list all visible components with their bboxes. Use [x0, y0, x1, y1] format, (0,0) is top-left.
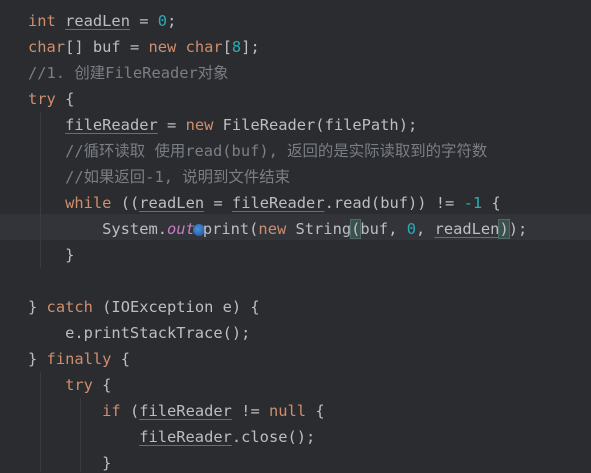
code-token: { — [92, 376, 112, 394]
code-token — [28, 376, 65, 394]
code-line[interactable]: while ((readLen = fileReader.read(buf)) … — [28, 190, 527, 216]
code-token: readLen — [434, 220, 500, 238]
code-line[interactable]: //如果返回-1, 说明到文件结束 — [28, 164, 527, 190]
code-line[interactable]: } catch (IOException e) { — [28, 294, 527, 320]
code-token — [28, 194, 65, 212]
code-token: out — [167, 220, 195, 238]
code-token: != — [231, 402, 269, 420]
code-token: { — [111, 350, 130, 368]
code-token: if — [102, 402, 130, 420]
code-line[interactable]: if (fileReader != null { — [28, 398, 527, 424]
code-token: } — [28, 350, 47, 368]
code-line[interactable]: try { — [28, 86, 527, 112]
code-token: , — [416, 220, 435, 238]
code-line[interactable]: int readLen = 0; — [28, 8, 527, 34]
code-token: -1 — [463, 194, 483, 212]
indent-guide — [80, 398, 81, 472]
code-token: while — [65, 194, 121, 212]
code-comment: //如果返回-1, 说明到文件结束 — [65, 168, 290, 186]
code-token: fileReader — [139, 428, 232, 446]
code-token: int — [28, 12, 56, 30]
code-token: null — [268, 402, 307, 420]
code-token: { — [55, 90, 75, 108]
code-token: fileReader — [65, 116, 158, 134]
code-token: 8 — [231, 38, 242, 56]
code-token: } — [28, 298, 47, 316]
code-token: ( — [350, 219, 362, 239]
code-line[interactable] — [28, 268, 527, 294]
code-token — [28, 168, 65, 186]
code-token: 0 — [406, 220, 417, 238]
code-token: new — [148, 38, 186, 56]
code-token: ; — [167, 12, 177, 30]
code-token: { — [306, 402, 325, 420]
code-line[interactable]: char[] buf = new char[8]; — [28, 34, 527, 60]
code-token: print( — [202, 220, 259, 238]
code-token: ); — [508, 220, 528, 238]
code-token: fileReader — [139, 402, 232, 420]
code-token: ]; — [241, 38, 260, 56]
code-comment: //循环读取 使用read(buf), 返回的是实际读取到的字符数 — [65, 142, 488, 160]
code-line[interactable]: //循环读取 使用read(buf), 返回的是实际读取到的字符数 — [28, 138, 527, 164]
code-line[interactable]: fileReader.close(); — [28, 424, 527, 450]
code-area[interactable]: int readLen = 0;char[] buf = new char[8]… — [28, 8, 527, 473]
code-line[interactable]: System.out print(new String(buf, 0, readL… — [28, 216, 527, 242]
code-token: readLen — [139, 194, 205, 212]
code-token: e.printStackTrace(); — [28, 324, 251, 342]
current-line-highlight — [0, 214, 591, 240]
code-token: = — [204, 194, 232, 212]
code-token: ( — [129, 402, 140, 420]
code-token: [] buf = — [65, 38, 149, 56]
code-token: = — [157, 116, 186, 134]
code-token: try — [65, 376, 93, 394]
code-token — [28, 402, 102, 420]
code-token: String — [295, 220, 352, 238]
code-token: try — [28, 90, 56, 108]
code-token — [28, 142, 65, 160]
code-token — [28, 116, 65, 134]
code-line[interactable]: try { — [28, 372, 527, 398]
code-token: [ — [222, 38, 232, 56]
code-line[interactable]: } — [28, 242, 527, 268]
indent-guide — [40, 372, 41, 472]
code-token: new — [185, 116, 223, 134]
code-token: } — [28, 454, 112, 472]
code-token: { — [482, 194, 501, 212]
code-comment: //1. 创建FileReader对象 — [28, 64, 229, 82]
code-line[interactable]: e.printStackTrace(); — [28, 320, 527, 346]
code-token: System. — [28, 220, 167, 238]
code-token: .close(); — [231, 428, 316, 446]
code-token: ) — [498, 219, 510, 239]
code-token: readLen — [65, 12, 130, 30]
indent-guide — [40, 112, 41, 268]
code-token: (IOException e) { — [102, 298, 260, 316]
code-token: new — [258, 220, 296, 238]
code-token — [56, 12, 65, 30]
code-line[interactable]: } finally { — [28, 346, 527, 372]
code-token: FileReader(filePath); — [222, 116, 418, 134]
code-token: = — [129, 12, 158, 30]
code-token — [28, 428, 139, 446]
code-line[interactable]: fileReader = new FileReader(filePath); — [28, 112, 527, 138]
code-token: finally — [46, 350, 112, 368]
code-token: .read(buf)) != — [324, 194, 464, 212]
code-token: char — [185, 38, 223, 56]
text-cursor-icon — [192, 223, 205, 236]
code-line[interactable]: } — [28, 450, 527, 473]
code-token: char — [28, 38, 66, 56]
code-token: (( — [120, 194, 140, 212]
code-token: } — [28, 246, 75, 264]
code-token: catch — [46, 298, 103, 316]
code-token: buf, — [360, 220, 407, 238]
code-line[interactable]: //1. 创建FileReader对象 — [28, 60, 527, 86]
code-token: 0 — [157, 12, 168, 30]
code-token: fileReader — [231, 194, 325, 212]
